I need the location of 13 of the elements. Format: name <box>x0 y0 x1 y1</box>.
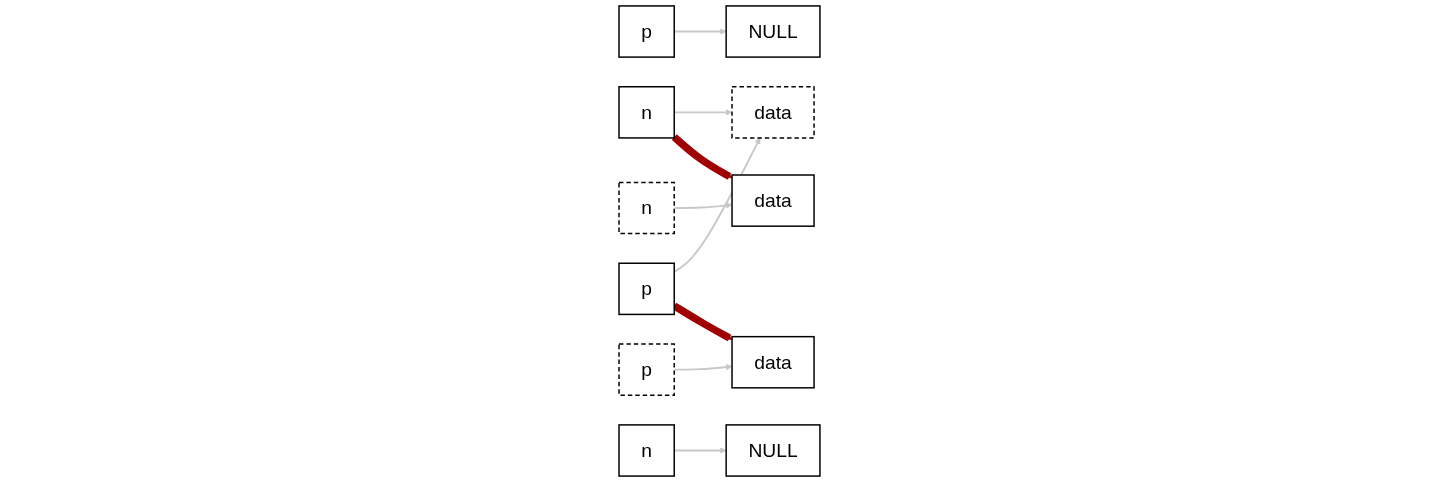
node-box: data <box>731 174 815 227</box>
arrow <box>671 134 733 180</box>
node-box: NULL <box>725 5 821 58</box>
node-box: p <box>618 343 675 396</box>
node-box: n <box>618 181 675 235</box>
node-box: data <box>731 335 815 389</box>
node-box: NULL <box>725 424 821 477</box>
node-box: p <box>618 5 675 58</box>
arrow <box>672 302 733 342</box>
node-box: n <box>618 424 675 477</box>
node-box: p <box>618 262 675 316</box>
node-box: n <box>618 86 675 139</box>
node-box: data <box>731 86 815 139</box>
